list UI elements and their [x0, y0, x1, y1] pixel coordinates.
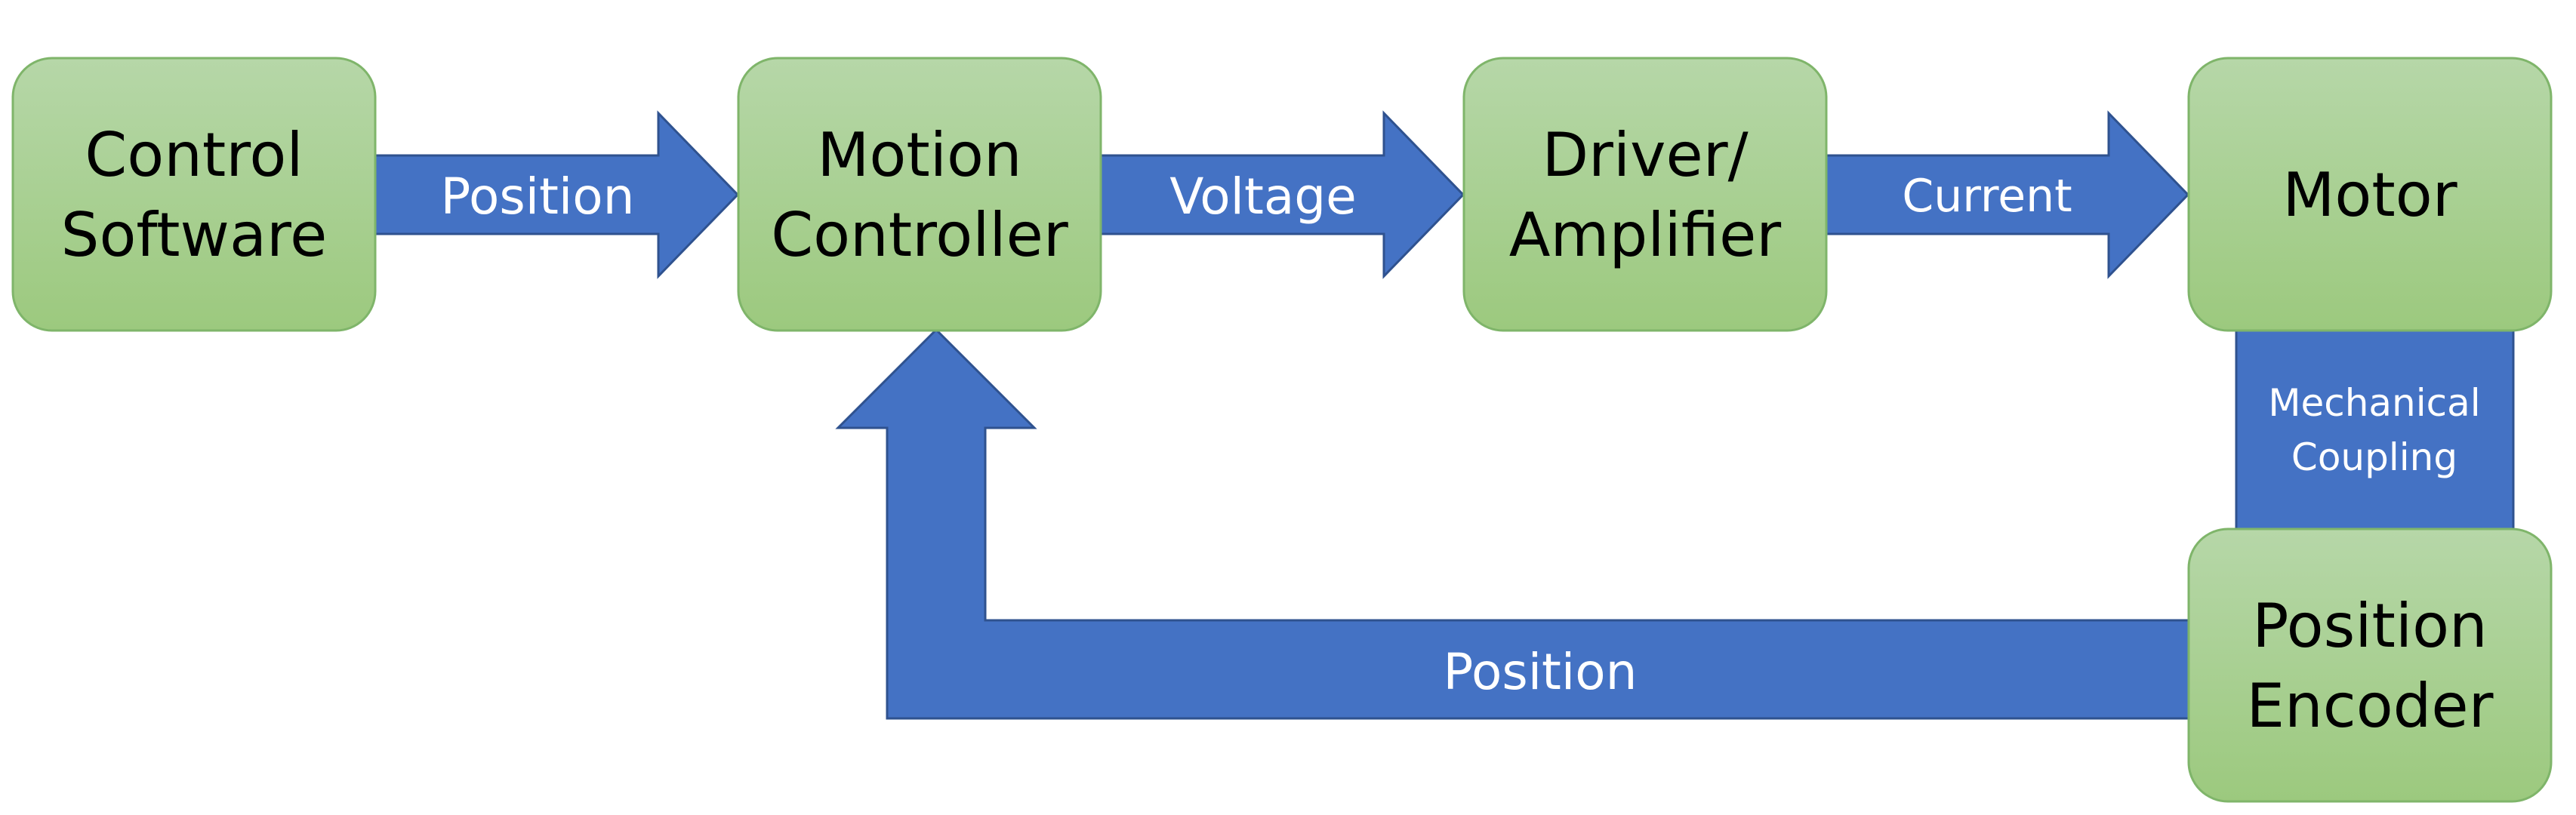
block-shape	[1462, 57, 1828, 332]
connector-label-mechanical-coupling-line-2: Coupling	[2291, 435, 2457, 479]
block-label-driver-amplifier-line-1: Driver/	[1542, 120, 1748, 190]
block-label-position-encoder-line-1: Position	[2252, 591, 2487, 661]
right-arrow-icon	[1825, 110, 2190, 279]
block-label-driver-amplifier: Driver/Amplifier	[1509, 120, 1782, 270]
connector-label-voltage-line-1: Voltage	[1169, 168, 1357, 226]
connector-software-to-controller: Position	[374, 110, 740, 279]
connector-label-position-feedback: Position	[1444, 643, 1638, 701]
connector-encoder-to-controller: Position	[835, 328, 2196, 720]
block-label-motor-line-1: Motor	[2282, 160, 2457, 230]
connector-label-mechanical-coupling-line-1: Mechanical	[2268, 381, 2480, 425]
block-motor: Motor	[2187, 57, 2553, 332]
block-shape	[737, 57, 1102, 332]
connector-driver-to-motor: Current	[1825, 110, 2190, 279]
block-driver-amplifier: Driver/Amplifier	[1462, 57, 1828, 332]
feedback-arrow-icon	[835, 328, 2196, 720]
connector-label-position-feedback-line-1: Position	[1444, 643, 1638, 701]
block-label-control-software-line-1: Control	[85, 120, 303, 190]
connector-label-current: Current	[1902, 170, 2072, 223]
block-shape	[2187, 57, 2553, 332]
block-shape	[2187, 527, 2553, 803]
block-label-position-encoder-line-2: Encoder	[2246, 671, 2493, 741]
block-shape	[11, 57, 377, 332]
right-arrow-icon	[374, 110, 740, 279]
connector-controller-to-driver: Voltage	[1099, 110, 1465, 279]
block-label-motion-controller-line-1: Motion	[817, 120, 1021, 190]
block-label-control-software-line-2: Software	[61, 200, 328, 270]
block-label-motor: Motor	[2282, 160, 2457, 230]
connector-label-current-line-1: Current	[1902, 170, 2072, 223]
block-label-motion-controller-line-2: Controller	[771, 200, 1068, 270]
block-label-driver-amplifier-line-2: Amplifier	[1509, 200, 1782, 270]
connector-label-voltage: Voltage	[1169, 168, 1357, 226]
connector-label-position-input-line-1: Position	[441, 168, 635, 226]
right-arrow-icon	[1099, 110, 1465, 279]
mechanical-coupling-bar	[2235, 323, 2515, 537]
connector-label-position-input: Position	[441, 168, 635, 226]
